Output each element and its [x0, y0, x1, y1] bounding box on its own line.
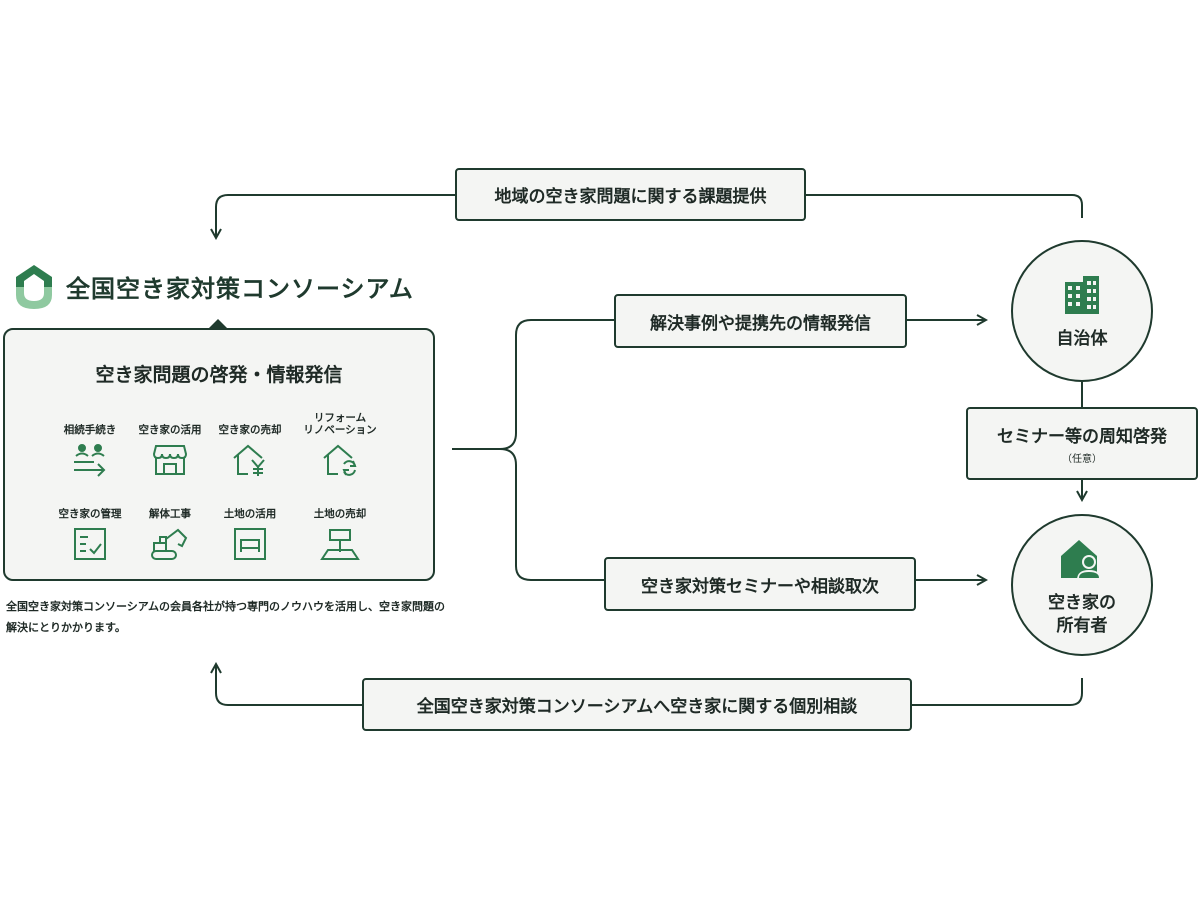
land-sign-icon — [320, 529, 360, 560]
service-label: リフォーム リノベーション — [303, 411, 377, 436]
consortium-logo: 全国空き家対策コンソーシアム — [14, 263, 414, 309]
service-label: 空き家の売却 — [218, 423, 282, 436]
excavator-icon — [151, 528, 188, 560]
inheritance-icon — [74, 444, 106, 477]
service-utilization: 空き家の活用 — [125, 412, 215, 478]
owner-label-line2: 所有者 — [1056, 616, 1108, 636]
awareness-label: セミナー等の周知啓発 — [997, 427, 1167, 447]
service-inheritance: 相続手続き — [45, 412, 135, 478]
logo-text: 全国空き家対策コンソーシアム — [66, 274, 414, 303]
building-icon — [1065, 275, 1099, 314]
owner-node: 空き家の 所有者 — [1011, 514, 1153, 656]
seminar-flow-label: 空き家対策セミナーや相談取次 — [604, 557, 916, 611]
house-person-icon — [1061, 540, 1101, 581]
awareness-box: セミナー等の周知啓発 （任意） — [966, 407, 1198, 480]
bottom-flow-label: 全国空き家対策コンソーシアムへ空き家に関する個別相談 — [362, 678, 912, 731]
awareness-note: （任意） — [1062, 454, 1102, 465]
consortium-logo-icon — [16, 265, 52, 309]
service-label: 空き家の活用 — [138, 423, 202, 436]
panel-out-line — [452, 320, 986, 450]
panel-description: 全国空き家対策コンソーシアムの会員各社が持つ専門のノウハウを活用し、空き家問題の… — [6, 600, 446, 634]
top-flow-label: 地域の空き家問題に関する課題提供 — [455, 168, 806, 221]
service-label: 空き家の管理 — [58, 507, 122, 520]
service-label: 相続手続き — [63, 423, 117, 436]
service-house-sale: 空き家の売却 — [205, 412, 295, 478]
service-demolition: 解体工事 — [125, 496, 215, 562]
owner-label-line1: 空き家の — [1048, 593, 1116, 614]
service-management: 空き家の管理 — [45, 496, 135, 562]
service-land-use: 土地の活用 — [205, 496, 295, 562]
house-renovation-icon — [323, 444, 357, 476]
service-renovation: リフォーム リノベーション — [295, 412, 385, 478]
municipality-label: 自治体 — [1056, 328, 1108, 349]
service-label: 解体工事 — [149, 507, 191, 520]
service-land-sale: 土地の売却 — [295, 496, 385, 562]
panel-title: 空き家問題の啓発・情報発信 — [95, 364, 343, 386]
service-label: 土地の活用 — [223, 507, 277, 520]
storefront-icon — [152, 445, 188, 475]
municipality-node: 自治体 — [1011, 240, 1153, 382]
awareness-panel: 空き家問題の啓発・情報発信 相続手続き 空き家の活用 空き家の売却 — [3, 328, 435, 581]
checklist-icon — [74, 528, 106, 560]
parking-icon — [234, 528, 266, 560]
service-label: 土地の売却 — [313, 507, 367, 520]
logo-pointer — [208, 319, 228, 329]
info-flow-label: 解決事例や提携先の情報発信 — [614, 294, 907, 348]
panel-out-line-lower — [499, 448, 986, 580]
house-yen-icon — [233, 444, 265, 476]
